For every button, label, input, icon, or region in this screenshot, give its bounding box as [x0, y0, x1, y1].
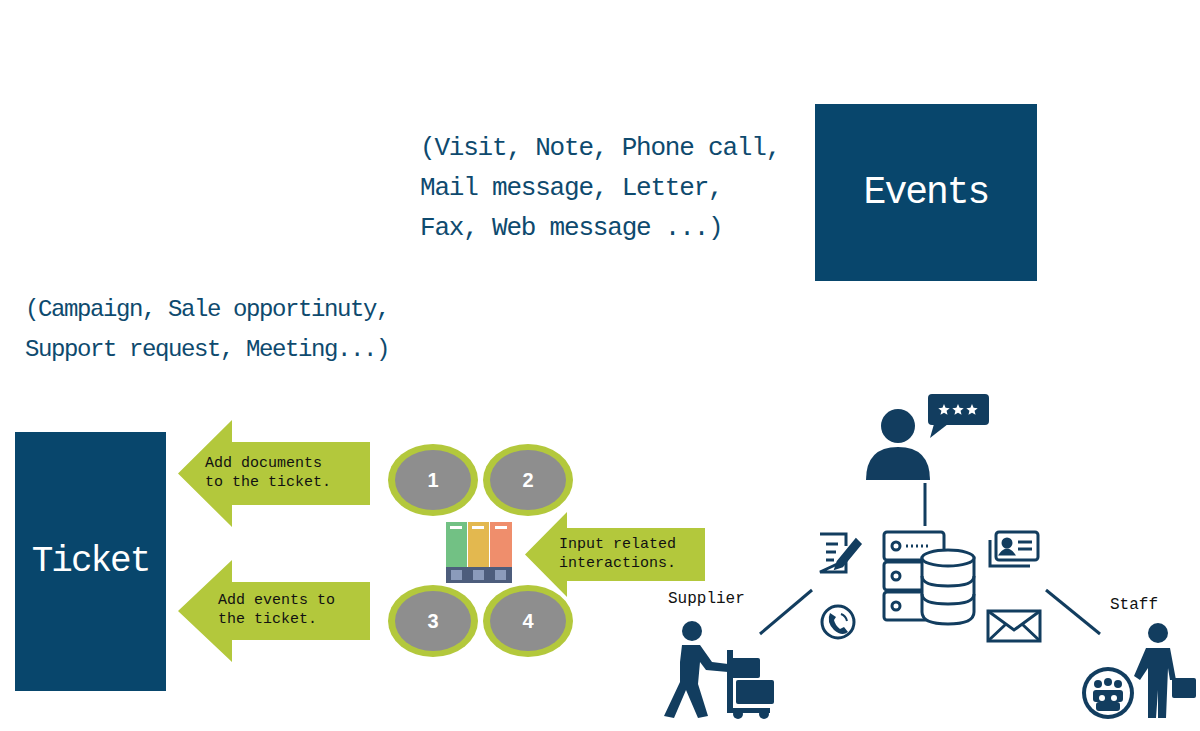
callout-number: 1	[427, 468, 438, 493]
phone-icon	[822, 606, 854, 638]
arrow-shape	[525, 512, 705, 597]
star-symbol	[938, 404, 949, 415]
disc-shape	[395, 450, 471, 510]
step-circle: 4	[483, 585, 573, 657]
flow-arrow: Add events to the ticket.	[178, 560, 370, 662]
box-title: Ticket	[32, 539, 150, 584]
rating-stars	[938, 404, 977, 415]
step-circle: 2	[483, 444, 573, 516]
step-circle: 1	[388, 444, 478, 516]
arrow-shape	[178, 560, 370, 662]
arrow-label: Add documents to the ticket.	[205, 455, 340, 493]
arrow-label: Add events to the ticket.	[218, 592, 353, 630]
category-box: Ticket	[15, 432, 166, 691]
figure-label: Staff	[1110, 595, 1190, 615]
link-line	[760, 590, 812, 634]
ring-shape	[388, 444, 478, 516]
link-line	[1046, 590, 1100, 634]
disc-shape	[490, 591, 566, 651]
flow-arrow: Input related interactions.	[525, 512, 705, 597]
note-text: (Visit, Note, Phone call, Mail message, …	[420, 128, 787, 248]
server-icon	[884, 532, 974, 624]
figure-label: Supplier	[668, 589, 758, 609]
card-icon	[990, 532, 1038, 566]
disc-shape	[395, 591, 471, 651]
ring-shape	[388, 585, 478, 657]
star-symbol	[952, 404, 963, 415]
callout-number: 4	[522, 609, 533, 634]
staff-figure	[1082, 623, 1196, 719]
arrow-label: Input related interactions.	[559, 536, 694, 574]
callout-number: 2	[522, 468, 533, 493]
flow-arrow: Add documents to the ticket.	[178, 420, 370, 527]
callout-number: 3	[427, 609, 438, 634]
disc-shape	[490, 450, 566, 510]
step-circle: 3	[388, 585, 478, 657]
reviewer-icon	[866, 394, 989, 480]
ring-shape	[483, 585, 573, 657]
arrow-shape	[178, 420, 370, 527]
folder-icon	[446, 522, 512, 583]
star-symbol	[966, 404, 977, 415]
category-box: Events	[815, 104, 1037, 281]
mail-icon	[988, 611, 1040, 641]
supplier-figure	[664, 621, 774, 719]
document-icon	[820, 534, 860, 572]
box-title: Events	[864, 169, 989, 217]
link-line	[924, 483, 927, 526]
note-text: (Campaign, Sale opportinuty, Support req…	[25, 290, 425, 370]
ring-shape	[483, 444, 573, 516]
